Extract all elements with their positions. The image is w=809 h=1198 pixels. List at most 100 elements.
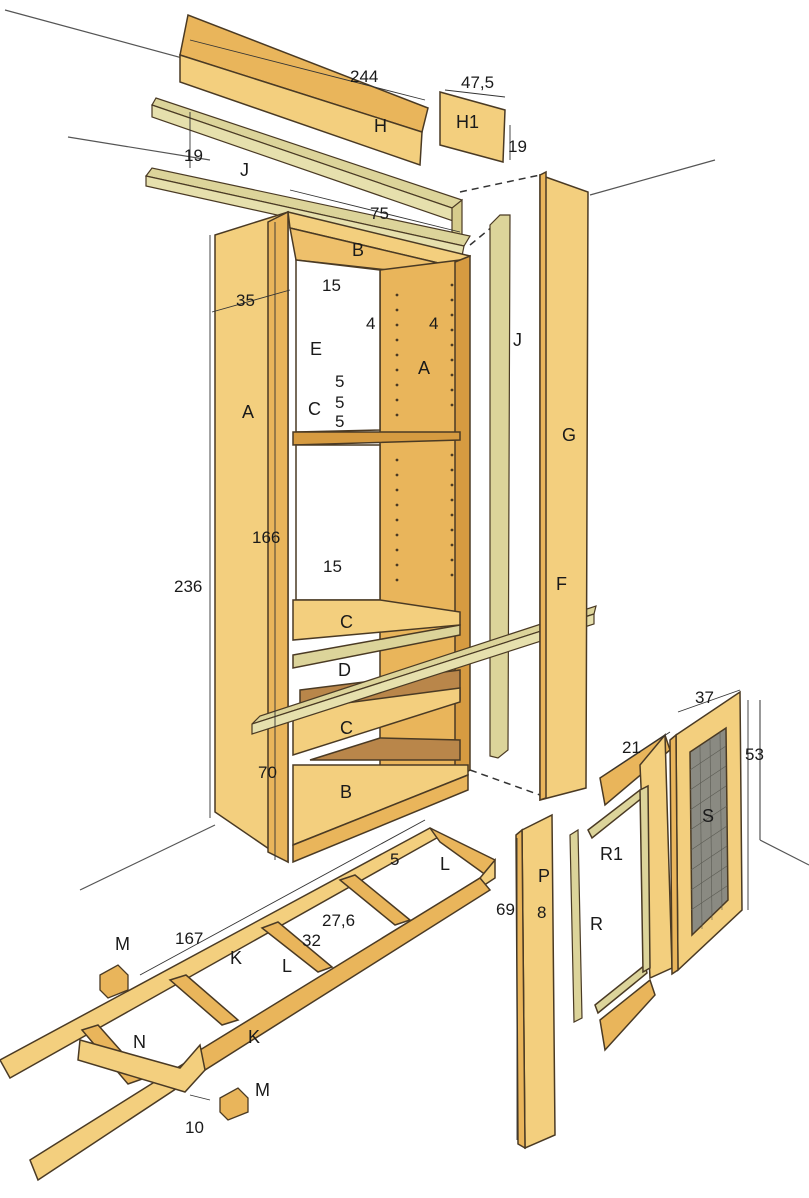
- dim-19-left: 19: [184, 146, 203, 165]
- dimension-labels: 244 47,5 19 19 75 35 15 4 4 5 5 5 166 15…: [174, 67, 764, 1137]
- label-G: G: [562, 425, 576, 445]
- pin-hole: [450, 543, 454, 547]
- pin-hole: [450, 573, 454, 577]
- label-C-middle: C: [340, 612, 353, 632]
- M-block-bottom: [219, 1087, 249, 1121]
- H-front: [179, 53, 423, 167]
- crossbar-3: [168, 974, 240, 1026]
- label-R1: R1: [600, 844, 623, 864]
- label-B-top: B: [352, 240, 364, 260]
- pin-hole: [450, 528, 454, 532]
- pin-hole: [450, 358, 454, 362]
- pin-hole: [450, 373, 454, 377]
- pin-hole: [395, 578, 399, 582]
- G-face: [539, 173, 589, 801]
- dim-69: 69: [496, 900, 515, 919]
- mesh-line: [690, 865, 728, 891]
- dim-236: 236: [174, 577, 202, 596]
- dim-line-167: [139, 819, 426, 976]
- pin-hole: [450, 313, 454, 317]
- dim-8: 8: [537, 903, 546, 922]
- dim-5-c: 5: [335, 412, 344, 431]
- N-front-piece: [77, 1039, 206, 1093]
- panel-P: [515, 813, 556, 1150]
- pin-hole: [450, 283, 454, 287]
- pin-hole: [395, 353, 399, 357]
- pin-hole: [450, 498, 454, 502]
- pin-hole: [395, 413, 399, 417]
- pin-hole: [450, 328, 454, 332]
- label-R: R: [590, 914, 603, 934]
- pin-hole: [395, 383, 399, 387]
- dim-line-10: [189, 1094, 211, 1101]
- cabinet-carcass: [214, 210, 471, 864]
- mesh-pattern: [689, 731, 728, 930]
- wall-line-left: [67, 136, 211, 161]
- pin-hole: [450, 343, 454, 347]
- pin-hole: [450, 388, 454, 392]
- label-A-front: A: [242, 402, 254, 422]
- plinth-frame: [0, 827, 496, 1182]
- door-frame-inner-bottom: [594, 963, 648, 1015]
- G-edge: [539, 170, 547, 802]
- dim-4-right: 4: [429, 314, 438, 333]
- floor-line-left: [79, 824, 216, 891]
- pin-hole: [450, 403, 454, 407]
- label-P: P: [538, 866, 550, 886]
- label-D: D: [338, 660, 351, 680]
- pin-hole: [395, 338, 399, 342]
- pin-hole: [395, 368, 399, 372]
- label-C-upper: C: [308, 399, 321, 419]
- dim-line-47-5: [444, 89, 506, 98]
- shelf-C-middle: [292, 599, 461, 641]
- dim-line-244: [189, 39, 426, 101]
- dim-line-21: [611, 731, 671, 771]
- S-edge: [669, 733, 679, 976]
- dim-19-right: 19: [508, 137, 527, 156]
- cavity-middle: [295, 444, 381, 601]
- label-E: E: [310, 339, 322, 359]
- H1-block: [439, 91, 506, 163]
- wall-line-right-low: [759, 839, 809, 866]
- dim-70: 70: [258, 763, 277, 782]
- back-E: [295, 259, 381, 433]
- crossbar-1: [338, 874, 412, 926]
- dim-244: 244: [350, 67, 378, 86]
- pin-hole: [395, 458, 399, 462]
- label-L-mid: L: [282, 956, 292, 976]
- pin-hole: [450, 558, 454, 562]
- shelf-pin-holes: [395, 283, 454, 582]
- rail-F: [251, 605, 597, 735]
- door-S: [669, 690, 743, 976]
- label-M-bottom: M: [255, 1080, 270, 1100]
- label-S: S: [702, 806, 714, 826]
- crossbar-2: [260, 921, 334, 973]
- pin-hole: [450, 483, 454, 487]
- dim-15-upper: 15: [322, 276, 341, 295]
- mesh-line: [709, 739, 713, 921]
- pin-hole: [395, 398, 399, 402]
- label-H: H: [374, 116, 387, 136]
- pin-hole: [450, 513, 454, 517]
- rail-J-vertical: [489, 214, 511, 759]
- bottom-B-front: [292, 773, 469, 864]
- dim-line-37: [677, 689, 741, 713]
- dim-21: 21: [622, 738, 641, 757]
- blocks-M: [99, 964, 249, 1121]
- dimension-lines: [139, 39, 749, 1140]
- mesh-line: [719, 731, 723, 911]
- dim-5-a: 5: [335, 372, 344, 391]
- dim-35: 35: [236, 291, 255, 310]
- label-L-right: L: [440, 854, 450, 874]
- dim-27-6: 27,6: [322, 911, 355, 930]
- door-frame: [587, 733, 673, 1052]
- dim-167: 167: [175, 929, 203, 948]
- rail-F-face: [251, 613, 595, 735]
- dim-166: 166: [252, 528, 280, 547]
- dim-line-35: [211, 289, 291, 313]
- dim-5-b: 5: [335, 393, 344, 412]
- part-H1: [439, 91, 506, 163]
- pin-hole: [395, 503, 399, 507]
- pin-hole: [450, 298, 454, 302]
